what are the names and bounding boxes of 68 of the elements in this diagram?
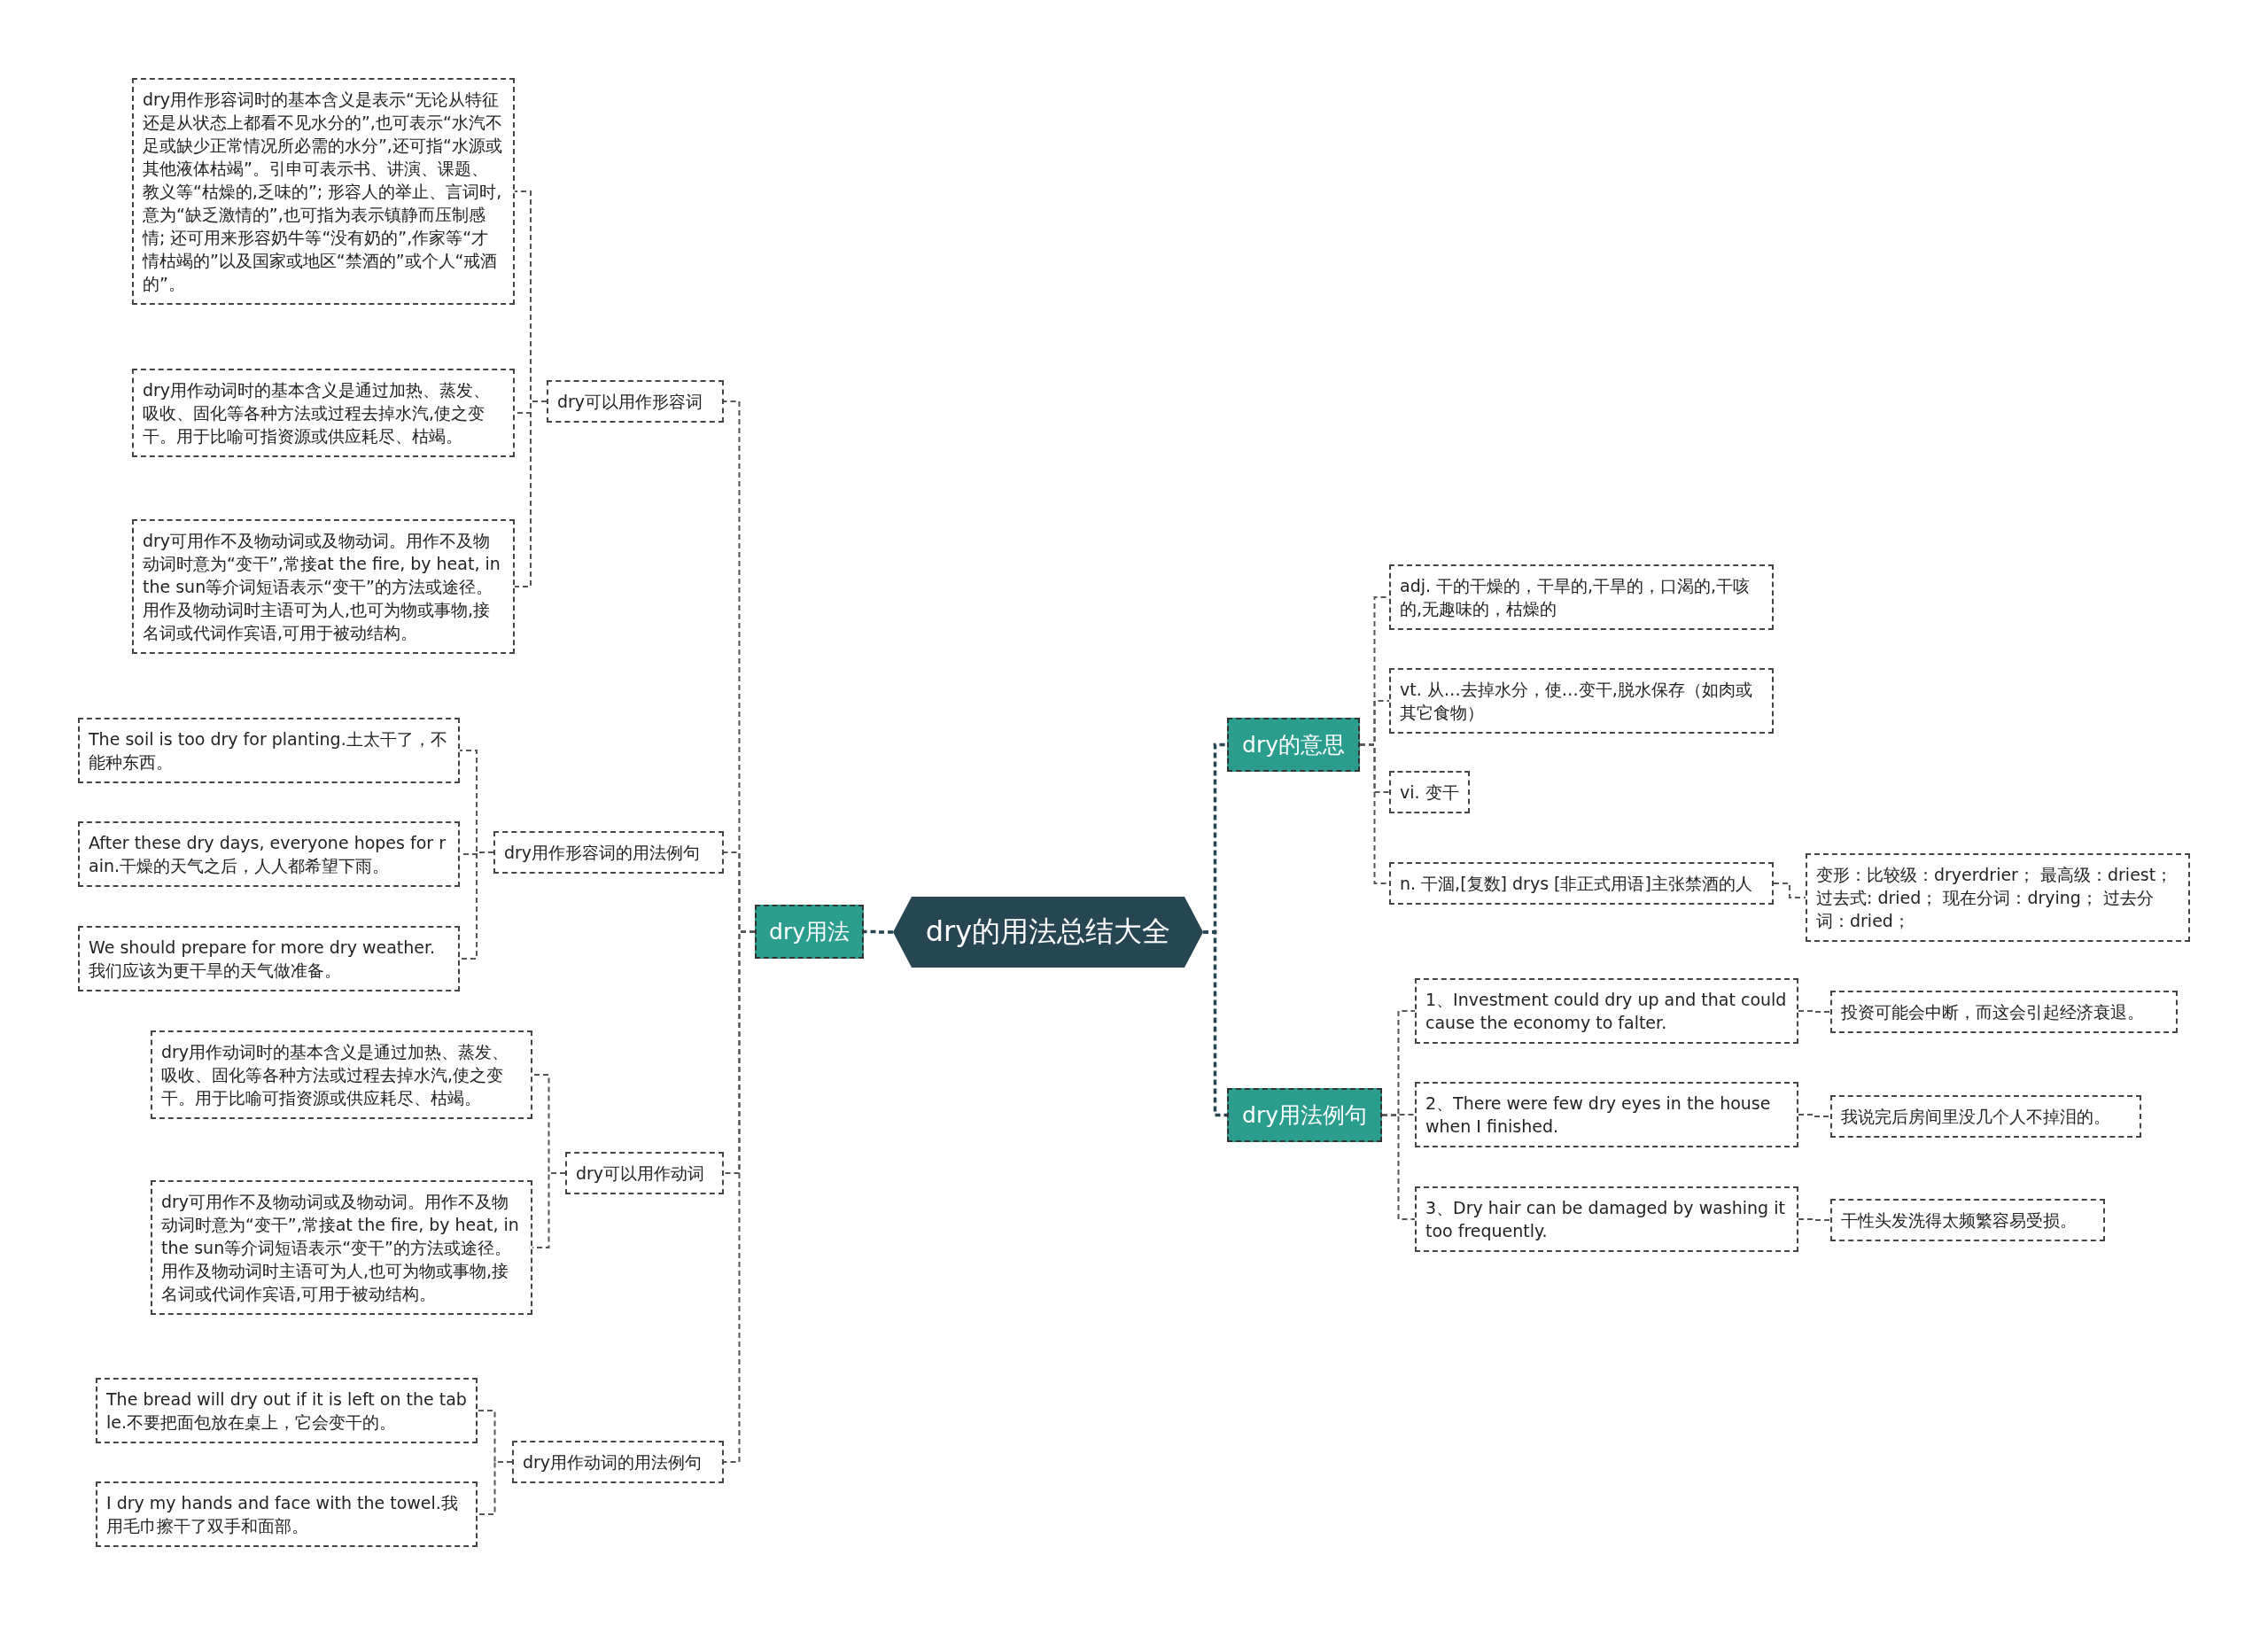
- topic-text: The bread will dry out if it is left on the table.不要把面包放在桌上，它会变干的。: [106, 1388, 467, 1434]
- topic-text: We should prepare for more dry weather.我们应该为更干旱的天气做准备。: [89, 937, 437, 982]
- topic-text: vt. 从…去掉水分，使…变干,脱水保存（如肉或其它食物）: [1400, 679, 1753, 724]
- title-text: dry的用法总结大全: [924, 914, 1172, 950]
- connector-line: [477, 1461, 513, 1515]
- connector-line: [864, 929, 893, 934]
- topic-text: I dry my hands and face with the towel.我用毛巾擦干了双手和面部。: [106, 1492, 459, 1537]
- subtopic-box: [132, 519, 515, 654]
- connector-line: [514, 400, 548, 587]
- topic-text: dry用作形容词时的基本含义是表示“无论从特征还是从状态上都看不见水分的”,也可表示“水汽不足或缺少正常情况所必需的水分”,还可指“水源或其他液体枯竭”。引申可表示书、讲演、课题、教义等“枯燥的,乏味的”; 形容人的举止、言词时,意为“缺乏激情的”,也可指为表示镇静而压制感情; 还可用来形容奶牛等“没有奶的”,作家等“才情枯竭的”以及国家或地区“禁酒的”或个人“戒酒的”。: [143, 89, 503, 295]
- subtopic-box: [1389, 668, 1774, 734]
- subtopic-box: [565, 1152, 724, 1194]
- subtopic-box: [1415, 1082, 1798, 1147]
- connector-line: [1773, 882, 1806, 898]
- subtopic-box: [1415, 978, 1798, 1044]
- topic-text: dry可以用作动词: [576, 1162, 706, 1185]
- connector-line: [459, 851, 494, 960]
- topic-box: [1227, 718, 1360, 772]
- topic-text: 3、Dry hair can be damaged by washing it too frequently.: [1425, 1197, 1786, 1242]
- subtopic-box: [151, 1180, 532, 1315]
- topic-text: 变形：比较级：dryerdrier； 最高级：driest；过去式: dried； 现在分词：drying； 过去分词：dried；: [1816, 864, 2174, 932]
- topic-text: adj. 干的干燥的，干旱的,干旱的，口渴的,干咳的,无趣味的，枯燥的: [1400, 575, 1751, 620]
- topic-text: The soil is too dry for planting.土太干了，不能种东西。: [89, 728, 448, 774]
- subtopic-box: [78, 821, 460, 887]
- subtopic-box: [96, 1378, 478, 1443]
- subtopic-box: [96, 1481, 478, 1547]
- connector-line: [1798, 1114, 1831, 1117]
- connector-line: [723, 930, 756, 1463]
- subtopic-box: [547, 380, 724, 423]
- subtopic-box: [1389, 564, 1774, 630]
- topic-text: After these dry days, everyone hopes for rain.干燥的天气之后，人人都希望下雨。: [89, 832, 447, 877]
- topic-text: dry用作动词时的基本含义是通过加热、蒸发、吸收、固化等各种方法或过程去掉水汽,使之变干。用于比喻可指资源或供应耗尽、枯竭。: [161, 1041, 510, 1109]
- central-topic: [893, 897, 1203, 968]
- topic-text: n. 干涸,[复数] drys [非正式用语]主张禁酒的人: [1400, 873, 1753, 895]
- topic-text: 我说完后房间里没几个人不掉泪的。: [1841, 1106, 2111, 1128]
- subtopic-box: [1830, 991, 2178, 1033]
- topic-text: 1、Investment could dry up and that could cause the economy to falter.: [1425, 989, 1788, 1034]
- topic-text: dry可以用作形容词: [557, 391, 704, 413]
- subtopic-box: [1389, 862, 1774, 905]
- subtopic-box: [1415, 1186, 1798, 1252]
- subtopic-box: [1830, 1095, 2141, 1138]
- topic-box: [1227, 1088, 1382, 1142]
- connector-line: [1798, 1010, 1831, 1013]
- topic-text: vi. 变干: [1400, 781, 1459, 804]
- topic-text: dry可用作不及物动词或及物动词。用作不及物动词时意为“变干”,常接at the fire, by heat, in the sun等介词短语表示“变干”的方法或途径。用作及物动词时主语可为人,也可为物或事物,接名词或代词作宾语,可用于被动结构。: [161, 1191, 520, 1305]
- topic-text: dry用作形容词的用法例句: [504, 842, 702, 864]
- topic-text: 2、There were few dry eyes in the house when I finished.: [1425, 1092, 1772, 1138]
- topic-text: 投资可能会中断，而这会引起经济衰退。: [1841, 1001, 2145, 1023]
- topic-text: dry用法: [769, 918, 850, 946]
- subtopic-box: [1830, 1199, 2105, 1241]
- topic-text: dry的意思: [1241, 731, 1346, 759]
- topic-text: 干性头发洗得太频繁容易受损。: [1841, 1209, 2078, 1232]
- subtopic-box: [1806, 853, 2190, 942]
- topic-text: dry用作动词的用法例句: [523, 1451, 703, 1473]
- topic-text: dry用法例句: [1241, 1101, 1368, 1130]
- connector-line: [1203, 930, 1227, 1117]
- subtopic-box: [132, 369, 515, 457]
- subtopic-box: [493, 831, 724, 874]
- subtopic-box: [151, 1030, 532, 1119]
- topic-text: dry可用作不及物动词或及物动词。用作不及物动词时意为“变干”,常接at the fire, by heat, in the sun等介词短语表示“变干”的方法或途径。用作及物动词时主语可为人,也可为物或事物,接名词或代词作宾语,可用于被动结构。: [143, 530, 501, 644]
- subtopic-box: [78, 718, 460, 783]
- topic-text: dry用作动词时的基本含义是通过加热、蒸发、吸收、固化等各种方法或过程去掉水汽,使之变干。用于比喻可指资源或供应耗尽、枯竭。: [143, 379, 492, 447]
- connector-line: [1798, 1218, 1831, 1221]
- subtopic-box: [78, 926, 460, 991]
- subtopic-box: [512, 1441, 724, 1483]
- topic-box: [755, 905, 864, 959]
- connector-line: [1381, 1114, 1416, 1220]
- subtopic-box: [1389, 771, 1470, 813]
